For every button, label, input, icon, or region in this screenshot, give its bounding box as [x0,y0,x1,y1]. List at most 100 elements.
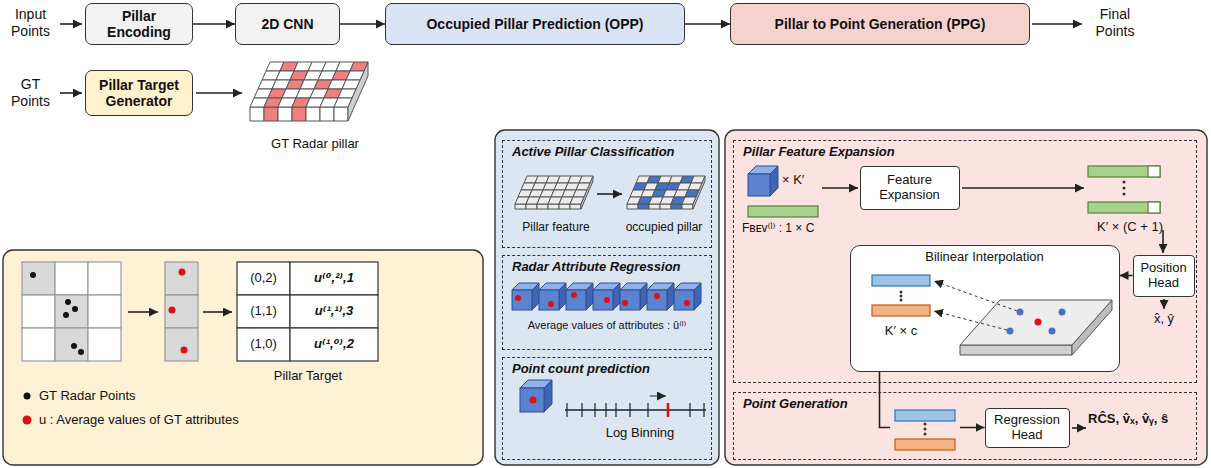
cube-side [613,283,620,310]
grid-cell [576,183,590,190]
grid-cell [22,262,55,295]
cube-front [647,290,667,310]
legend-symbol [22,391,32,401]
tick [566,403,567,417]
gt-point [72,306,78,312]
tick [594,403,595,417]
connector [193,23,235,25]
mean-point [548,301,554,307]
process-box: Feature Expansion [860,166,960,210]
mean-point [181,347,188,354]
label: K′ × (C + 1) [1068,219,1192,235]
node-text: Point Generation [743,397,848,412]
tick [581,403,582,417]
feature-bar [748,206,818,217]
cube-side [559,283,566,310]
gt-point [63,312,69,318]
grid-cell [573,190,587,197]
tick [689,403,690,417]
arrow [1072,427,1086,429]
label: Pillar Target [248,368,368,384]
gt-point [71,343,77,349]
connector [685,23,730,25]
node-text: Position Head [1139,261,1189,291]
sampled-bar [895,439,955,450]
grid-cell [88,328,121,361]
grid-cell [685,190,699,197]
generator-box: Pillar Target Generator [85,70,193,116]
grid-cell [579,176,593,183]
mean-point [684,300,690,306]
panel-fill [850,245,1120,372]
tick [703,403,704,417]
dashed-section: Point count prediction [502,357,712,460]
pillar-cell [165,262,198,295]
cube-front [748,174,770,196]
node-text: Feature Expansion [866,173,954,203]
grid-cell [350,62,368,71]
node-text: Bilinear Interpolation [925,250,1044,265]
label: Pillar feature [508,220,604,234]
pillar-face [638,204,649,209]
mean-point [515,295,521,301]
pillar-face [559,204,570,209]
feature-bar-end [1148,202,1160,213]
ellipsis-dot [900,291,903,294]
node-text: Pillar Target Generator [91,77,187,109]
tick [667,403,670,417]
arrow [60,92,82,94]
table-cell [290,328,378,361]
cube-front [620,290,640,310]
mean-point [530,397,537,404]
module-box: Pillar to Point Generation (PPG) [730,3,1030,45]
pillar-face [649,204,660,209]
node-text: Active Pillar Classification [512,145,675,160]
node-text: Pillar Feature Expansion [743,145,895,160]
label: GT Points [3,76,58,110]
ellipsis-dot [924,433,927,436]
cube-front [674,290,694,310]
process-box: Regression Head [985,408,1070,448]
node-text: Pillar to Point Generation (PPG) [775,16,986,32]
connector [880,372,985,428]
grid-cell [334,98,352,107]
node-text: Regression Head [991,413,1064,443]
cube-front [593,290,613,310]
plate-front [960,345,1072,355]
grid-cell [22,295,55,328]
ellipsis-dot [1123,193,1126,196]
feature-bar [1088,202,1160,213]
module-box: Occupied Pillar Prediction (OPP) [385,3,685,45]
axis [565,409,706,410]
ellipsis-dot [900,295,903,298]
node-text: Radar Attribute Regression [512,260,681,275]
pillar-face [548,204,559,209]
arrow [1163,299,1165,309]
arrow [822,187,858,189]
mean-point [169,307,176,314]
pillar-face [292,107,306,121]
query-point [1035,319,1042,326]
pillar-face [627,204,638,209]
arrow [60,23,82,25]
label: u⁽¹,¹⁾,3 [290,303,378,319]
pillar-face [660,204,671,209]
pillar-face [570,204,581,209]
legend-dot [24,392,31,399]
legend-text: u : Average values of GT attributes [39,412,239,427]
ellipsis-dot [924,428,927,431]
legend-item: u : Average values of GT attributes [22,412,239,427]
table-cell [237,295,290,328]
grid-cell [682,197,696,204]
dashed-section: Radar Attribute Regression [502,255,712,350]
bin-width [650,396,666,397]
gt-point [30,272,36,278]
ellipsis-dot [924,423,927,426]
mean-point [622,300,628,306]
label: (1,0) [237,336,290,352]
grid-cell [346,71,364,80]
grid-cell [88,262,121,295]
arrow [962,187,1084,189]
mean-point [604,297,610,303]
